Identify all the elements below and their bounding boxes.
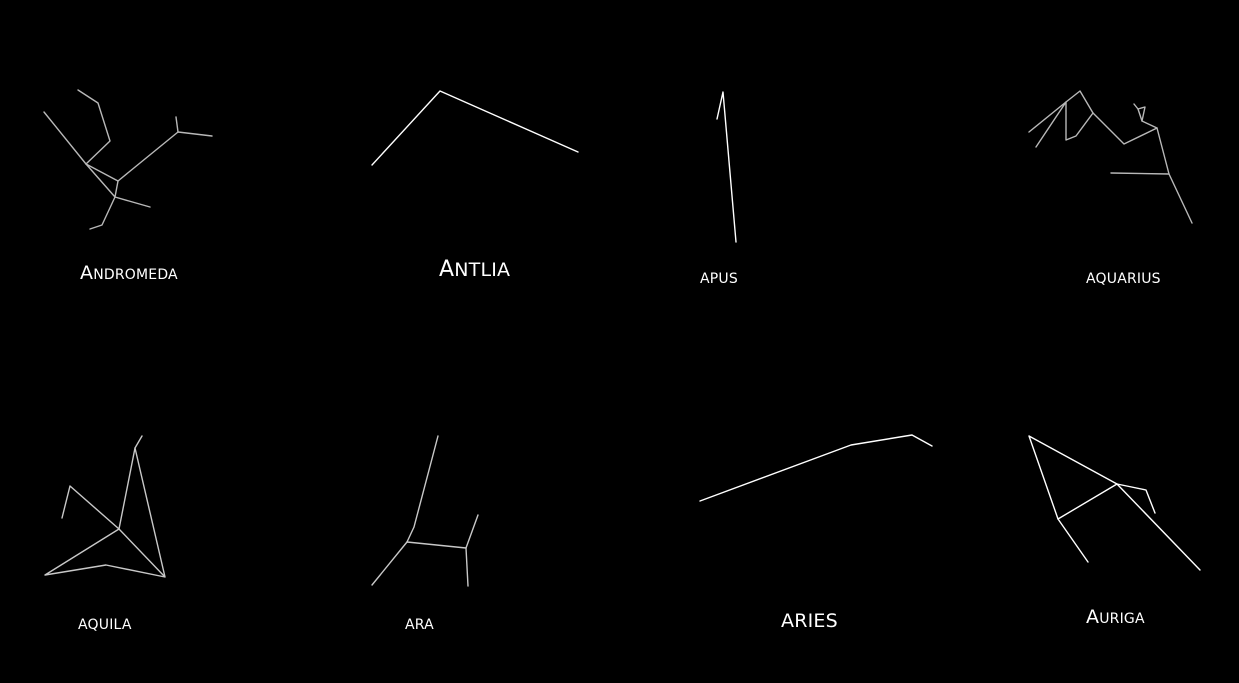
apus-figure xyxy=(716,91,737,243)
label-aquarius: AQUARIUS xyxy=(1086,270,1161,286)
aquila-figure xyxy=(44,435,166,578)
label-aquarius-text: AQUARIUS xyxy=(1086,271,1161,287)
label-andromeda: ANDROMEDA xyxy=(80,264,178,283)
label-antlia: ANTLIA xyxy=(439,259,510,281)
aquarius-line xyxy=(1035,101,1094,148)
ara-line xyxy=(371,435,439,586)
auriga-line xyxy=(1116,483,1201,571)
auriga-line xyxy=(1116,483,1156,514)
antlia-line xyxy=(371,90,579,166)
auriga-line xyxy=(1057,518,1089,563)
apus-line xyxy=(716,91,737,243)
ara-line xyxy=(465,547,469,587)
auriga-figure xyxy=(1028,435,1201,571)
label-ara-text: ARA xyxy=(405,617,434,633)
aquarius-line xyxy=(1133,103,1158,129)
aries-figure xyxy=(699,434,933,502)
label-aries-text: ARIES xyxy=(781,610,838,632)
label-auriga-initial: A xyxy=(1086,606,1100,628)
label-andromeda-initial: A xyxy=(80,262,94,284)
ara-line xyxy=(406,514,479,549)
andromeda-line xyxy=(77,89,111,165)
andromeda-line xyxy=(85,163,151,208)
aries-line xyxy=(699,434,933,502)
auriga-line xyxy=(1028,435,1118,520)
label-antlia-initial: A xyxy=(439,257,455,282)
ara-figure xyxy=(371,435,479,587)
label-aquila-text: AQUILA xyxy=(78,617,132,633)
label-antlia-rest: NTLIA xyxy=(454,259,511,281)
label-auriga: AURIGA xyxy=(1086,608,1145,627)
aquarius-figure xyxy=(1028,90,1193,224)
aquila-line xyxy=(44,447,166,578)
aquarius-line xyxy=(1110,172,1170,175)
label-aquila: AQUILA xyxy=(78,616,132,632)
andromeda-line xyxy=(89,180,119,230)
label-auriga-rest: URIGA xyxy=(1099,611,1145,627)
aquarius-line xyxy=(1137,106,1146,122)
aquila-line xyxy=(61,435,143,530)
antlia-figure xyxy=(371,90,579,166)
label-ara: ARA xyxy=(405,616,434,632)
label-andromeda-rest: NDROMEDA xyxy=(93,267,178,283)
label-apus: APUS xyxy=(700,270,738,286)
andromeda-line xyxy=(117,131,213,182)
label-apus-text: APUS xyxy=(700,271,738,287)
andromeda-figure xyxy=(43,89,213,230)
andromeda-line xyxy=(43,111,119,182)
andromeda-line xyxy=(175,116,179,133)
label-aries: ARIES xyxy=(781,612,838,631)
aquarius-line xyxy=(1028,90,1193,224)
